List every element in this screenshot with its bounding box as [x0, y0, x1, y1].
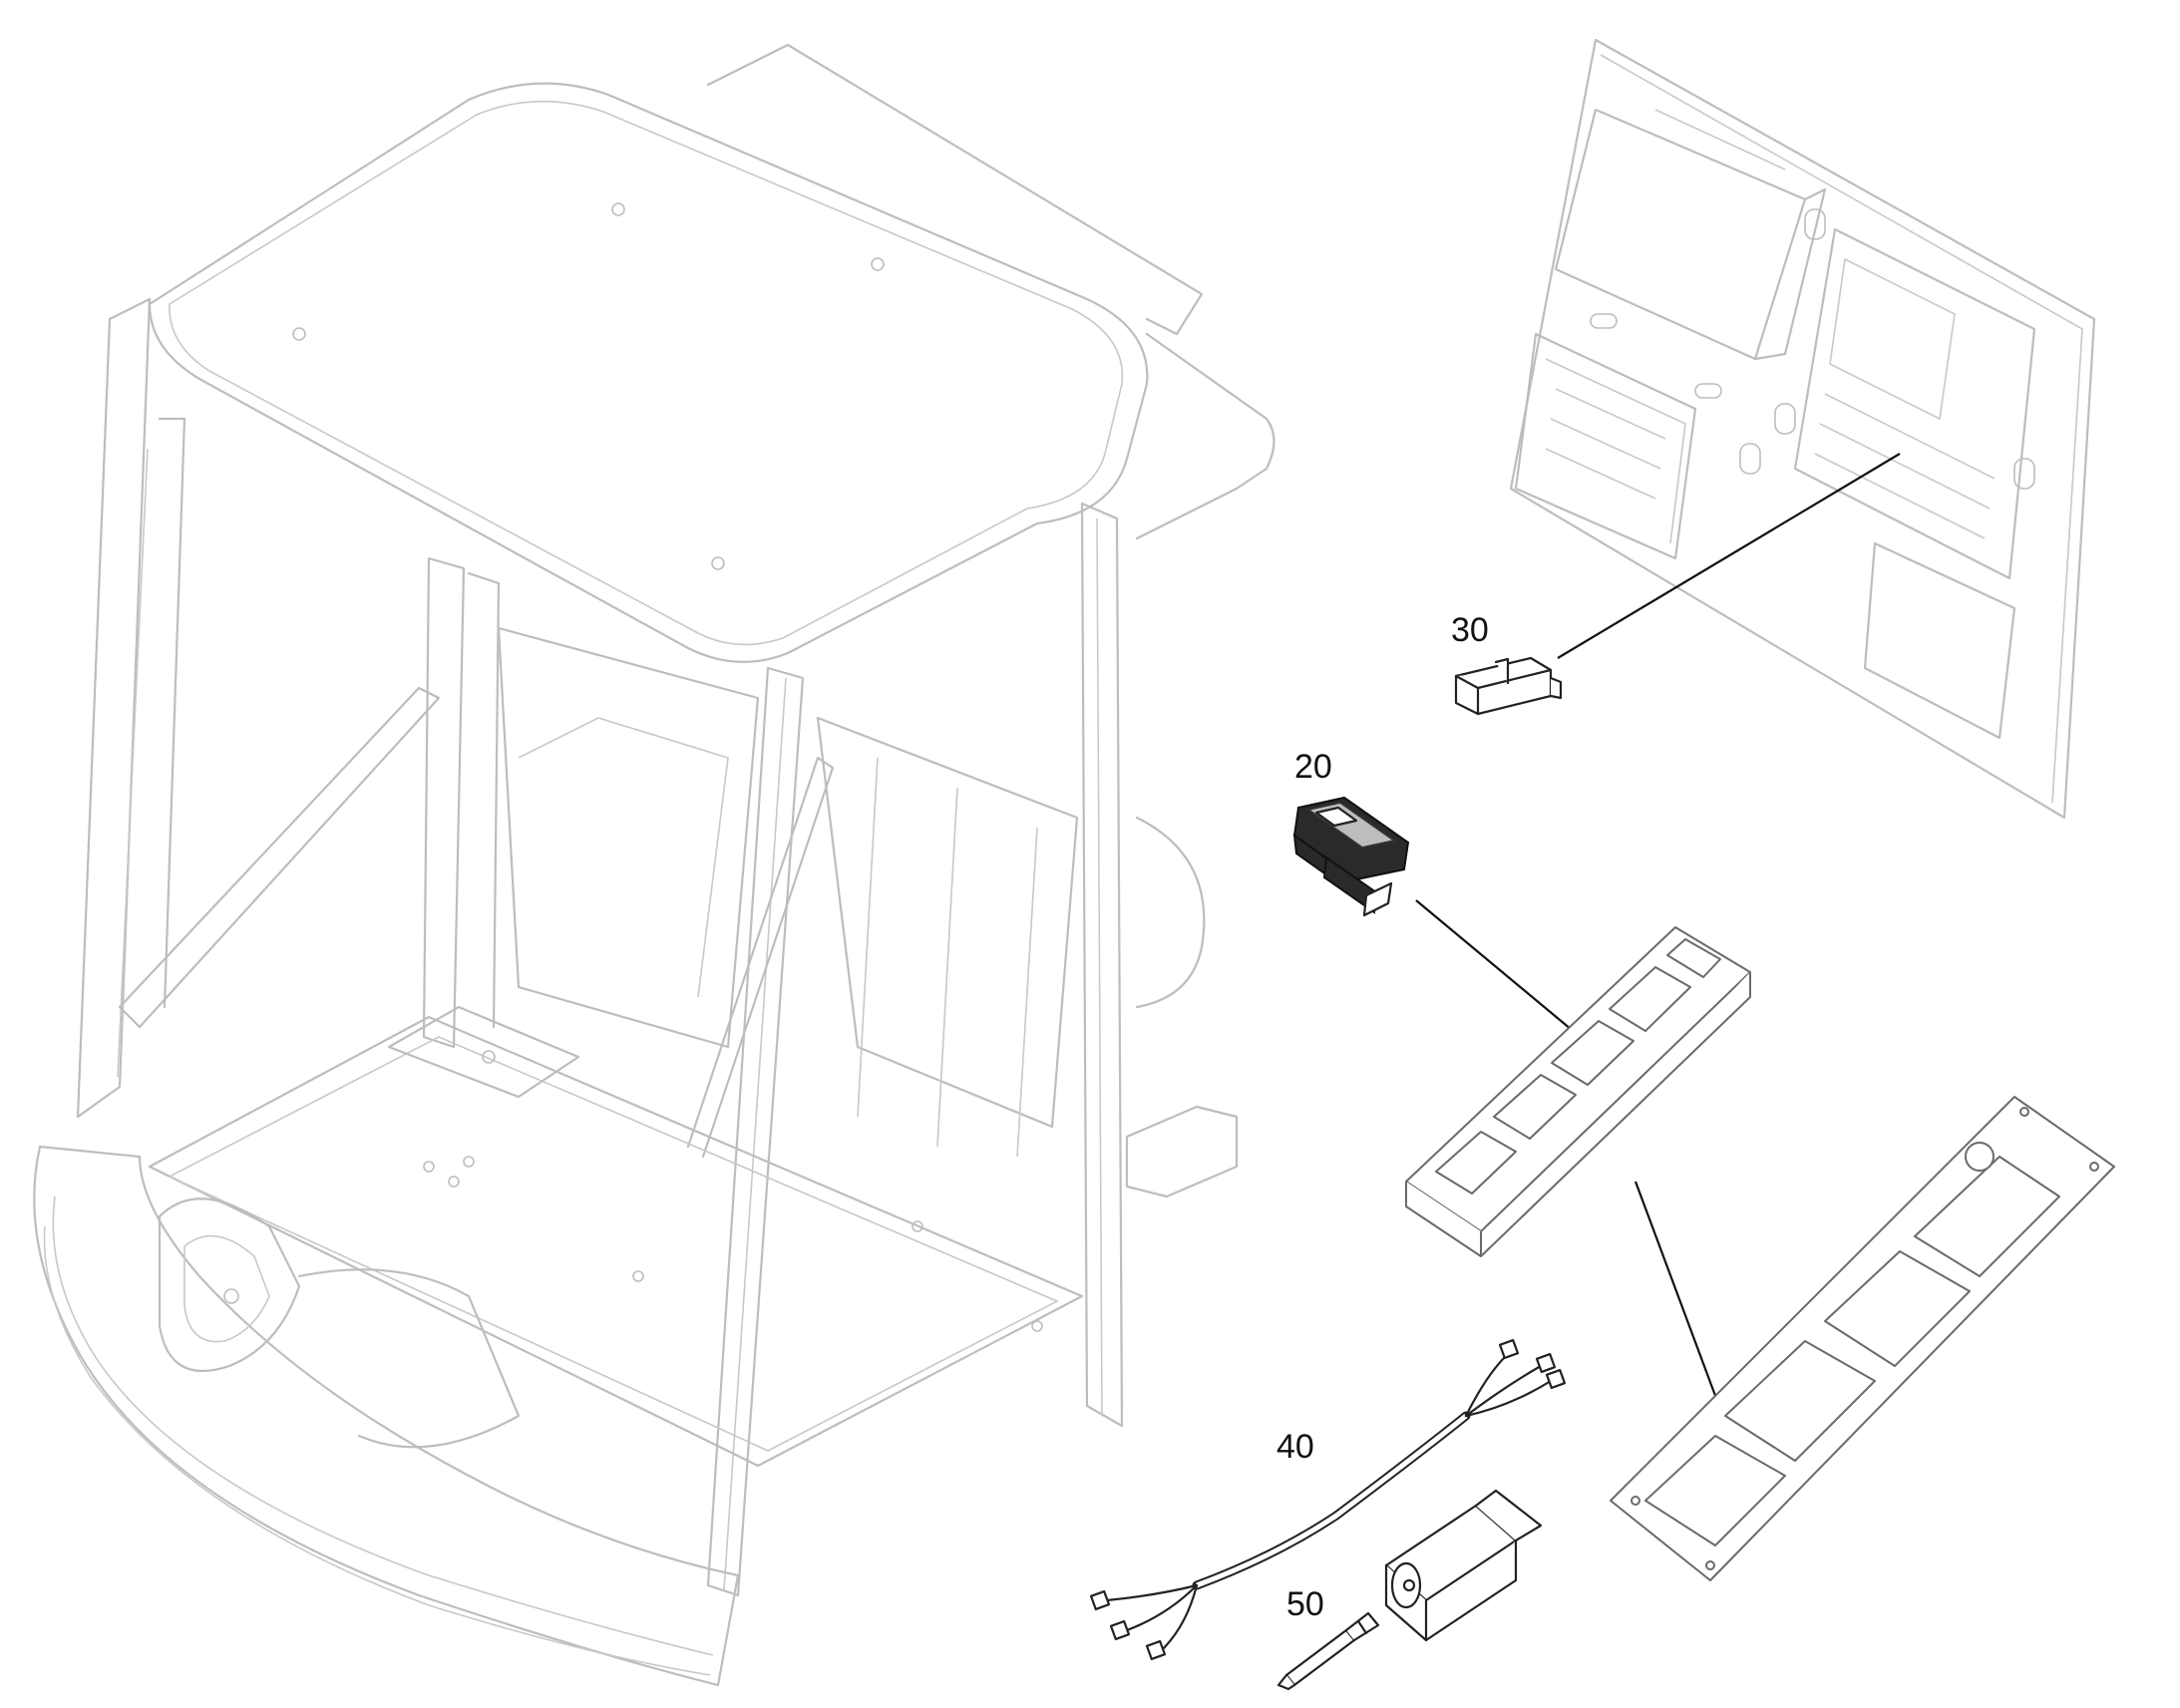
wiring-harness-part [1089, 1338, 1567, 1661]
holder-leader-line [1634, 1181, 1732, 1437]
switch-holder-frame [1405, 926, 1751, 1257]
pin-callout: 50 [1286, 1585, 1324, 1623]
harness-callout: 40 [1276, 1428, 1314, 1466]
switch-callout: 20 [1294, 748, 1332, 786]
cab-frame [33, 43, 1275, 1687]
connector-housing [1384, 1489, 1543, 1642]
contact-pin-part [1276, 1611, 1380, 1691]
fuse-part [1454, 656, 1563, 716]
cover-plate [1610, 1096, 2115, 1581]
fuse-leader-line [1557, 453, 1901, 659]
electrical-panel [1509, 38, 2096, 820]
fuse-callout: 30 [1451, 611, 1489, 649]
rocker-switch-part [1292, 796, 1410, 917]
